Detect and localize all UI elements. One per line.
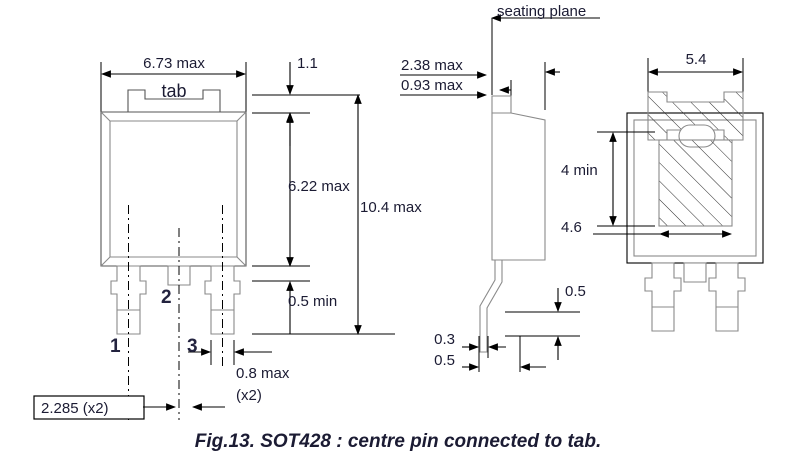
side-lead-gullwing bbox=[479, 259, 503, 353]
label-width-overall: 6.73 max bbox=[143, 55, 205, 72]
dimension-labels: 6.73 max tab 1.1 6.22 max 10.4 max 0.5 m… bbox=[41, 3, 706, 417]
body-outline-inner bbox=[109, 120, 238, 258]
label-pin-2: 2 bbox=[161, 287, 172, 308]
label-pad-width: 4.6 bbox=[561, 219, 582, 236]
bottom-tab-pad-hatched bbox=[658, 139, 733, 227]
side-view bbox=[400, 14, 600, 372]
bottom-lead-3 bbox=[708, 262, 746, 332]
lead-2 bbox=[167, 265, 191, 286]
label-lead-thickness: 0.3 bbox=[434, 331, 455, 348]
side-body bbox=[491, 112, 546, 261]
label-lead-pitch: 2.285 (x2) bbox=[41, 400, 109, 417]
bevel-bl bbox=[100, 256, 111, 267]
label-lead-foot-height: 0.5 bbox=[565, 283, 586, 300]
label-tab-height: 1.1 bbox=[297, 55, 318, 72]
bottom-lead-1 bbox=[644, 262, 682, 332]
label-lead-width-qty: (x2) bbox=[236, 387, 262, 404]
label-lead-width: 0.8 max bbox=[236, 365, 290, 382]
front-view bbox=[33, 62, 395, 420]
label-lead-stand: 0.5 min bbox=[288, 293, 337, 310]
bottom-lead-2 bbox=[683, 262, 707, 283]
label-body-thickness: 2.38 max bbox=[401, 57, 463, 74]
label-overall-height: 10.4 max bbox=[360, 199, 422, 216]
label-pin-3: 3 bbox=[187, 336, 198, 357]
label-tab-length-min: 4 min bbox=[561, 162, 598, 179]
bevel-tr bbox=[236, 111, 247, 122]
label-foot-length: 0.5 bbox=[434, 352, 455, 369]
bevel-tl bbox=[100, 111, 111, 122]
bottom-view bbox=[593, 58, 764, 332]
label-tab: tab bbox=[161, 81, 186, 101]
label-tab-width: 5.4 bbox=[686, 51, 707, 68]
figure-caption: Fig.13. SOT428 : centre pin connected to… bbox=[195, 431, 601, 452]
label-tab-thickness: 0.93 max bbox=[401, 77, 463, 94]
side-tab-nub bbox=[491, 95, 512, 114]
bevel-br bbox=[236, 256, 247, 267]
label-seating-plane: seating plane bbox=[497, 3, 586, 20]
label-body-height: 6.22 max bbox=[288, 178, 350, 195]
label-pin-1: 1 bbox=[110, 336, 121, 357]
